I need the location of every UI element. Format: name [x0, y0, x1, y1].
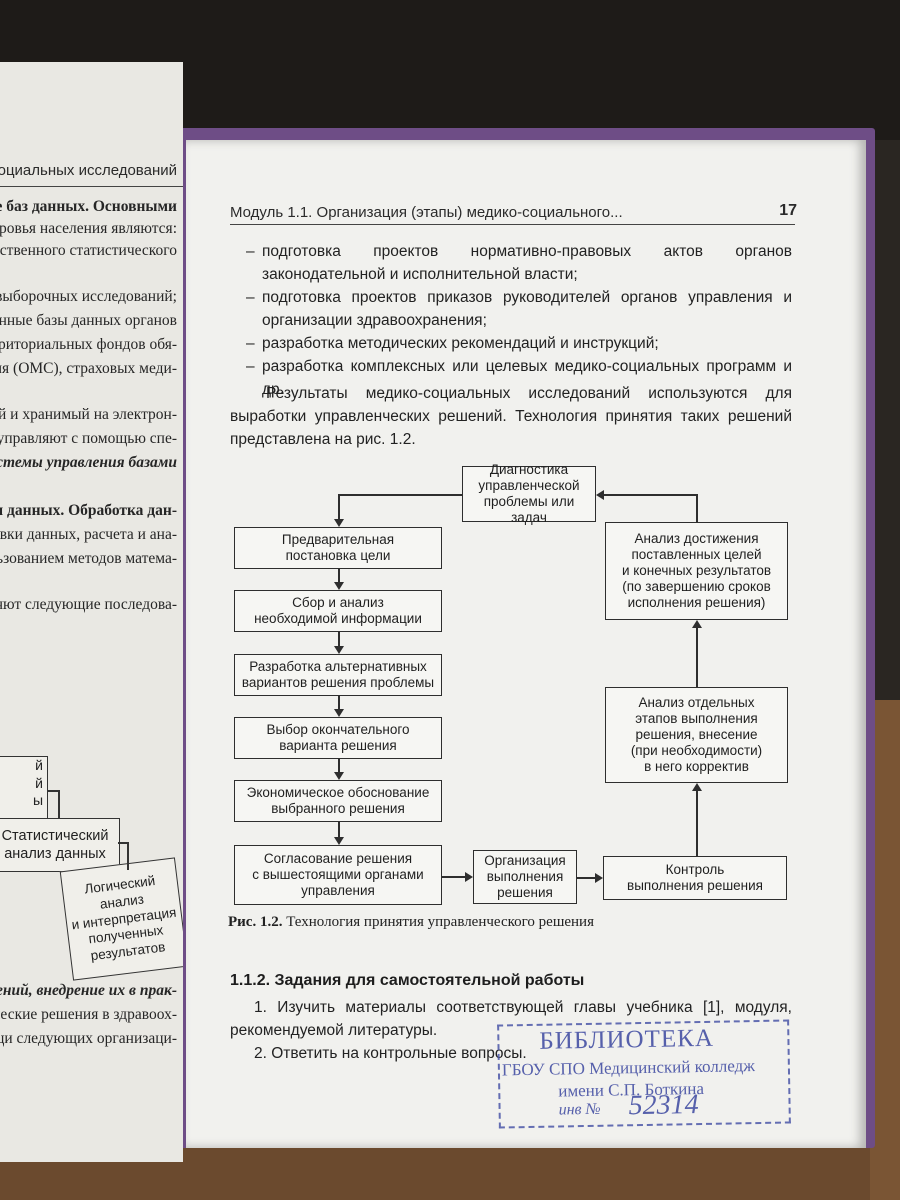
flow-connector [338, 759, 340, 773]
flow-arrow-head [334, 709, 344, 717]
running-head-title: Модуль 1.1. Организация (этапы) медико-с… [230, 204, 623, 221]
bullet-dash: – [246, 243, 255, 260]
left-flow-box-1: й й ы [0, 756, 48, 830]
left-flow-connector [48, 790, 60, 792]
flow-box-stage-analysis: Анализ отдельных этапов выполнения решен… [605, 687, 788, 783]
flow-connector [696, 494, 698, 522]
flow-box-choice: Выбор окончательного варианта решения [234, 717, 442, 759]
list-item-text: подготовка проектов нормативно-правовых … [262, 243, 792, 283]
task-item: 1. Изучить материалы соответствующей гла… [230, 999, 792, 1039]
left-flow-connector [127, 842, 129, 870]
flow-box-alternatives: Разработка альтернативных вариантов реше… [234, 654, 442, 696]
running-head: Модуль 1.1. Организация (этапы) медико-с… [230, 202, 797, 225]
flow-box-control: Контроль выполнения решения [603, 856, 787, 900]
left-header-rule [0, 186, 183, 187]
flow-connector [696, 628, 698, 687]
flow-connector [338, 569, 340, 583]
figure-label: Рис. 1.2. [228, 914, 283, 930]
flow-arrow-head [334, 519, 344, 527]
left-line: ование баз данных. Основными [0, 198, 177, 215]
flow-connector [338, 494, 462, 496]
flow-connector [442, 876, 466, 878]
flow-connector [696, 791, 698, 856]
bullet-dash: – [246, 335, 255, 352]
section-title: 1.1.2. Задания для самостоятельной работ… [230, 972, 585, 989]
flow-box-goal: Предварительная постановка цели [234, 527, 442, 569]
flow-box-economics: Экономическое обоснование выбранного реш… [234, 780, 442, 822]
list-item: –подготовка проектов нормативно-правовых… [246, 240, 792, 286]
right-page: Модуль 1.1. Организация (этапы) медико-с… [186, 140, 866, 1148]
stamp-title: БИБЛИОТЕКА [539, 1024, 715, 1055]
flow-connector [338, 822, 340, 838]
flow-arrow-head [334, 837, 344, 845]
flow-connector [577, 877, 596, 879]
flow-arrow-head [692, 620, 702, 628]
left-page-header: ико-социальных исследований [0, 162, 177, 179]
flow-box-approval: Согласование решения с вышестоящими орга… [234, 845, 442, 905]
left-flow-connector [118, 842, 128, 844]
stamp-inventory-number: 52314 [628, 1089, 699, 1122]
list-item-text: разработка методических рекомендаций и и… [262, 335, 659, 352]
left-line: данные базы данных органов [0, 312, 177, 329]
list-item: –разработка комплексных или целевых меди… [246, 355, 792, 401]
left-line: ческие решения в здравоох- [0, 1006, 177, 1023]
list-item: –подготовка проектов приказов руководите… [246, 286, 792, 332]
flow-arrow-head [465, 872, 473, 882]
left-line: льный и хранимый на электрон- [0, 406, 177, 423]
stamp-institution: ГБОУ СПО Медицинский колледж [501, 1056, 756, 1080]
flow-arrow-head [596, 490, 604, 500]
left-line: ования (ОМС), страховых меди- [0, 360, 177, 377]
task-item: 2. Ответить на контрольные вопросы. [254, 1045, 527, 1062]
stamp-inventory-label: инв № [558, 1100, 601, 1119]
flow-connector [338, 494, 340, 520]
figure-caption-text: Технология принятия управленческого реше… [282, 914, 594, 930]
page-number: 17 [779, 202, 797, 219]
library-stamp: БИБЛИОТЕКА ГБОУ СПО Медицинский колледж … [497, 1019, 791, 1129]
table-surface-right [870, 700, 900, 1200]
left-line: изация данных. Обработка дан- [0, 502, 177, 519]
left-flow-connector [58, 790, 60, 818]
left-line: решений, внедрение их в прак- [0, 982, 177, 999]
left-line: еляют следующие последова- [0, 596, 177, 613]
flow-connector [338, 632, 340, 647]
bullet-dash: – [246, 289, 255, 306]
flow-box-results-analysis: Анализ достижения поставленных целей и к… [605, 522, 788, 620]
left-line: ерриториальных фондов обя- [0, 336, 177, 353]
left-line: ощи следующих организаци- [0, 1030, 177, 1047]
flow-arrow-head [334, 582, 344, 590]
list-item: –разработка методических рекомендаций и … [246, 332, 792, 355]
left-line: х выборочных исследований; [0, 288, 177, 305]
bullet-list: –подготовка проектов нормативно-правовых… [246, 240, 792, 401]
flow-arrow-head [334, 646, 344, 654]
flow-arrow-head [692, 783, 702, 791]
flow-box-organization: Организация выполнения решения [473, 850, 577, 904]
left-line: домственного статистического [0, 242, 177, 259]
left-line: здоровья населения являются: [0, 220, 177, 237]
flow-box-information: Сбор и анализ необходимой информации [234, 590, 442, 632]
flow-connector [338, 696, 340, 710]
left-page: ико-социальных исследований ование баз д… [0, 62, 183, 1162]
left-line: ым управляют с помощью спе- [0, 430, 177, 447]
figure-caption: Рис. 1.2. Технология принятия управленче… [228, 914, 594, 931]
left-line: — системы управления базами [0, 454, 177, 471]
flow-arrow-head [595, 873, 603, 883]
left-line: ользованием методов матема- [0, 550, 177, 567]
left-line: ировки данных, расчета и ана- [0, 526, 177, 543]
list-item-text: подготовка проектов приказов руководител… [262, 289, 792, 329]
left-flow-box-2: Статистический анализ данных [0, 818, 120, 872]
body-paragraph: Результаты медико-социальных исследовани… [230, 385, 792, 448]
bullet-dash: – [246, 358, 255, 375]
flow-arrow-head [334, 772, 344, 780]
flow-connector [604, 494, 698, 496]
flow-box-diagnostics: Диагностика управленческой проблемы или … [462, 462, 596, 525]
list-item-text: разработка комплексных или целевых медик… [262, 358, 792, 398]
left-flow-box-3: Логический анализ и интерпретация получе… [59, 857, 183, 981]
